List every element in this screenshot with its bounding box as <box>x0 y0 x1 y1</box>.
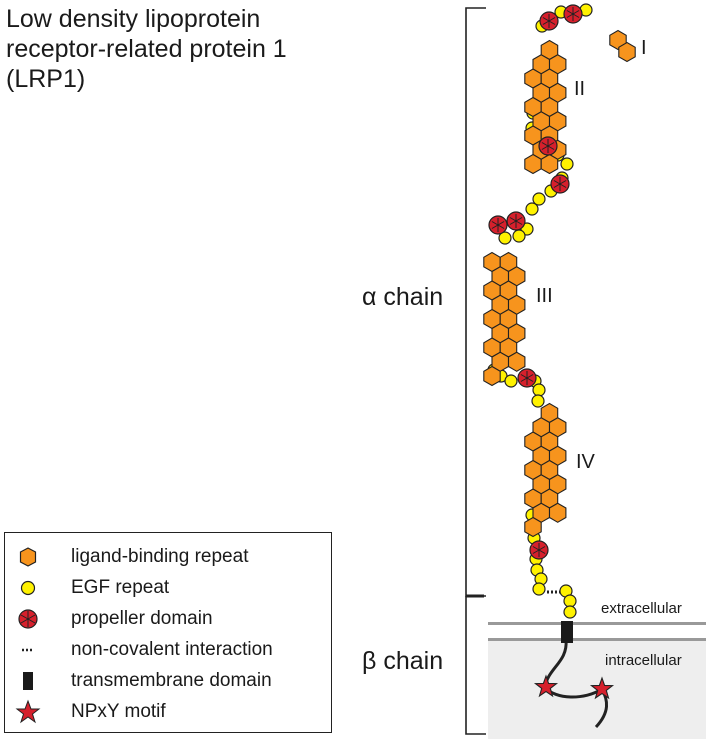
membrane-outer-line <box>488 622 706 625</box>
propeller-domain-6 <box>488 215 508 235</box>
beta-chain-label: β chain <box>362 647 443 675</box>
npxy-motifs <box>533 674 615 700</box>
membrane-inner-line <box>488 638 706 641</box>
circle-icon <box>20 580 36 596</box>
cluster-label-I: I <box>641 37 647 59</box>
black-bar-icon <box>23 672 33 690</box>
propeller-domain-2 <box>563 4 583 24</box>
legend-item-egf: EGF repeat <box>5 574 331 602</box>
legend: ligand-binding repeat EGF repeat propell… <box>4 532 332 733</box>
egf-repeat-28 <box>532 582 546 596</box>
alpha-chain-label: α chain <box>362 283 443 311</box>
cluster-label-II: II <box>574 78 585 100</box>
legend-label-ligand-binding: ligand-binding repeat <box>71 546 249 567</box>
diagram-title: Low density lipoprotein receptor-related… <box>6 4 336 94</box>
cytoplasmic-tail <box>543 639 608 729</box>
ligand-binding-repeat-2 <box>618 41 636 63</box>
beta-chain-bracket <box>465 596 486 735</box>
cluster-label-IV: IV <box>576 451 596 473</box>
propeller-domain-4 <box>550 174 570 194</box>
legend-item-npxy: NPxY motif <box>5 698 331 726</box>
egf-repeat-8 <box>560 157 574 171</box>
npxy-motif-1 <box>533 674 559 698</box>
propeller-domain-8 <box>529 540 549 560</box>
star-icon <box>15 699 41 724</box>
legend-label-transmembrane: transmembrane domain <box>71 670 272 691</box>
egf-repeat-21 <box>531 394 545 408</box>
egf-repeat-31 <box>563 605 577 619</box>
propeller-domain-3 <box>538 136 558 156</box>
propeller-domain-5 <box>506 211 526 231</box>
legend-item-transmembrane: transmembrane domain <box>5 667 331 695</box>
ligand-binding-repeat-51 <box>548 502 567 523</box>
legend-label-noncovalent: non-covalent interaction <box>71 639 273 660</box>
legend-label-propeller: propeller domain <box>71 608 213 629</box>
propeller-icon <box>18 609 38 629</box>
ligand-binding-repeats <box>483 29 636 538</box>
extracellular-label: extracellular <box>601 600 682 617</box>
egf-repeat-11 <box>532 192 546 206</box>
egf-repeat-20 <box>532 383 546 397</box>
ligand-binding-repeat-36 <box>483 365 501 387</box>
dotted-line-icon <box>22 648 34 652</box>
egf-repeat-15 <box>498 231 512 245</box>
transmembrane-domain <box>561 621 573 643</box>
legend-label-npxy: NPxY motif <box>71 701 166 722</box>
egf-repeat-14 <box>512 229 526 243</box>
ligand-binding-repeat-35 <box>507 351 526 372</box>
ligand-binding-repeat-19 <box>540 153 559 175</box>
egf-repeat-12 <box>525 202 539 216</box>
npxy-motif-2 <box>589 676 615 700</box>
title-line-1: Low density lipoprotein <box>6 5 261 33</box>
legend-label-egf: EGF repeat <box>71 577 170 598</box>
title-line-2: receptor-related protein 1 <box>6 35 287 63</box>
legend-item-ligand-binding: ligand-binding repeat <box>5 543 331 571</box>
hexagon-icon <box>19 547 37 567</box>
propeller-domain-7 <box>517 368 537 388</box>
egf-repeat-18 <box>504 374 518 388</box>
alpha-chain-bracket <box>465 7 486 597</box>
propeller-domain-1 <box>539 11 559 31</box>
ligand-binding-repeat-52 <box>524 516 542 538</box>
egf-repeat-30 <box>563 594 577 608</box>
legend-item-propeller: propeller domain <box>5 605 331 633</box>
title-line-3: (LRP1) <box>6 65 86 93</box>
propeller-domains <box>488 4 583 560</box>
ligand-binding-repeat-18 <box>524 153 542 175</box>
intracellular-label: intracellular <box>605 652 682 669</box>
legend-item-noncovalent: non-covalent interaction <box>5 636 331 664</box>
cluster-label-III: III <box>536 285 553 307</box>
